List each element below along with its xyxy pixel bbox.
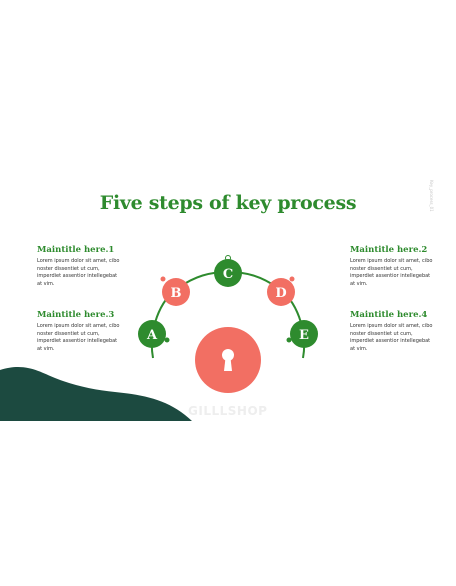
connector-dot — [164, 337, 170, 343]
block-text: Lorem ipsum dolor sit amet, cibo noster … — [350, 258, 433, 287]
text-block-4: Maintitle here.4 Lorem ipsum dolor sit a… — [350, 310, 436, 353]
step-a: A — [138, 320, 166, 348]
connector-dot — [286, 337, 292, 343]
block-heading: Maintitle here.1 — [37, 245, 115, 255]
text-block-2: Maintitle here.2 Lorem ipsum dolor sit a… — [350, 245, 436, 288]
step-d: D — [267, 278, 295, 306]
block-heading: Maintitle here.2 — [350, 245, 428, 255]
text-block-3: Maintitle here.3 Lorem ipsum dolor sit a… — [37, 310, 123, 353]
block-heading: Maintitle here.3 — [37, 310, 115, 320]
block-text: Lorem ipsum dolor sit amet, cibo noster … — [37, 258, 120, 287]
step-label: A — [146, 328, 158, 343]
block-text: Lorem ipsum dolor sit amet, cibo noster … — [350, 323, 433, 352]
step-label: B — [171, 286, 182, 301]
connector-dot — [289, 276, 295, 282]
text-block-1: Maintitle here.1 Lorem ipsum dolor sit a… — [37, 245, 123, 288]
connector-dot — [160, 276, 166, 282]
keyhole-icon — [195, 327, 261, 393]
watermark: GILLLSHOP — [188, 404, 268, 418]
step-e: E — [290, 320, 318, 348]
step-b: B — [162, 278, 190, 306]
step-c: C — [214, 259, 242, 287]
step-label: E — [299, 328, 309, 343]
step-label: D — [275, 286, 286, 301]
page-title: Five steps of key process — [99, 192, 357, 214]
block-heading: Maintitle here.4 — [350, 310, 428, 320]
block-text: Lorem ipsum dolor sit amet, cibo noster … — [37, 323, 120, 352]
step-label: C — [223, 267, 233, 282]
